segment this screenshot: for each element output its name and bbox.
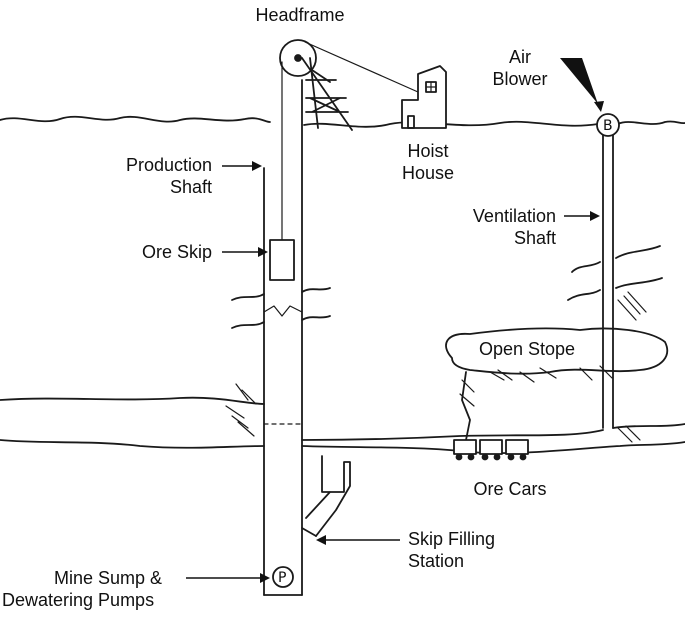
skip-filling-label-line2: Station: [408, 551, 465, 571]
air-blower-arrow-line: [560, 58, 598, 104]
production-shaft-label: Production Shaft: [100, 154, 212, 198]
air-blower-arrowhead: [594, 101, 604, 112]
ore-car-wheel: [455, 453, 463, 461]
ore-pass: [305, 455, 351, 537]
production-shaft-label-line2: Shaft: [169, 177, 212, 197]
ore-cars-label: Ore Cars: [473, 479, 547, 499]
headframe-label: Headframe: [255, 5, 345, 25]
air-blower-label: Air Blower: [480, 46, 560, 90]
shaft-zigzag: [263, 305, 303, 317]
skip-filling-chute: [301, 527, 317, 537]
mine-sump-arrowhead: [260, 573, 270, 583]
ventilation-shaft-label-line2: Shaft: [513, 228, 556, 248]
hoist-house-label-line1: Hoist: [407, 141, 449, 161]
drift-floor-left: [0, 439, 265, 449]
headframe-sheave-hub: [294, 54, 302, 62]
production-shaft-label-line1: Production: [125, 155, 212, 175]
vent-break-upper: [571, 245, 661, 273]
skip-filling-label-line1: Skip Filling: [408, 529, 496, 549]
stope-pillar-left: [461, 371, 471, 441]
air-blower-symbol: [596, 113, 620, 137]
ore-car-wheel: [519, 453, 527, 461]
shaft-break-upper: [231, 287, 331, 301]
left-rock-hatching: [225, 383, 257, 437]
headframe-frame: [301, 57, 353, 131]
ventilation-arrowhead: [590, 211, 600, 221]
ventilation-shaft-label-line1: Ventilation: [472, 206, 556, 226]
ore-skip-label: Ore Skip: [141, 242, 212, 262]
hoist-house-label: Hoist House: [388, 140, 468, 184]
hoist-house-door: [407, 115, 415, 129]
mine-sump-label-line1: Mine Sump &: [54, 568, 163, 588]
open-stope-outline: [445, 327, 669, 375]
ore-car-wheel: [467, 453, 475, 461]
blower-letter: B: [603, 118, 613, 134]
hoist-rope-to-house: [304, 41, 419, 93]
ore-car-wheel: [493, 453, 501, 461]
ore-car-2: [479, 439, 503, 455]
mine-sump-label-line2: Dewatering Pumps: [2, 590, 155, 610]
pump-letter: P: [278, 570, 286, 586]
air-blower-label-line1: Air: [509, 47, 531, 67]
open-stope-hatching: [489, 365, 613, 383]
stope-pillar-hatch: [459, 379, 475, 407]
shaft-break-lower: [231, 315, 331, 329]
vent-break-lower: [567, 277, 663, 301]
mine-sump-label: Mine Sump & Dewatering Pumps: [2, 567, 190, 611]
ore-car-3: [505, 439, 529, 455]
pump-symbol: [272, 566, 294, 588]
production-shaft-arrowhead: [252, 161, 262, 171]
headframe-sheave: [279, 39, 317, 77]
skip-filling-arrowhead: [316, 535, 326, 545]
ventilation-shaft-label: Ventilation Shaft: [440, 205, 556, 249]
drift-roof: [0, 396, 265, 405]
ore-car-1: [453, 439, 477, 455]
right-rock-hatching: [617, 425, 641, 443]
vent-hatch-rock: [617, 291, 647, 321]
drift-roof-right: [301, 423, 685, 441]
open-stope-label: Open Stope: [478, 339, 576, 359]
ore-car-wheel: [507, 453, 515, 461]
ore-car-wheel: [481, 453, 489, 461]
ore-skip-bucket: [269, 239, 295, 281]
hoist-house-label-line2: House: [401, 163, 455, 183]
skip-filling-station-label: Skip Filling Station: [408, 528, 528, 572]
air-blower-label-line2: Blower: [492, 69, 548, 89]
ore-skip-arrowhead: [258, 247, 268, 257]
